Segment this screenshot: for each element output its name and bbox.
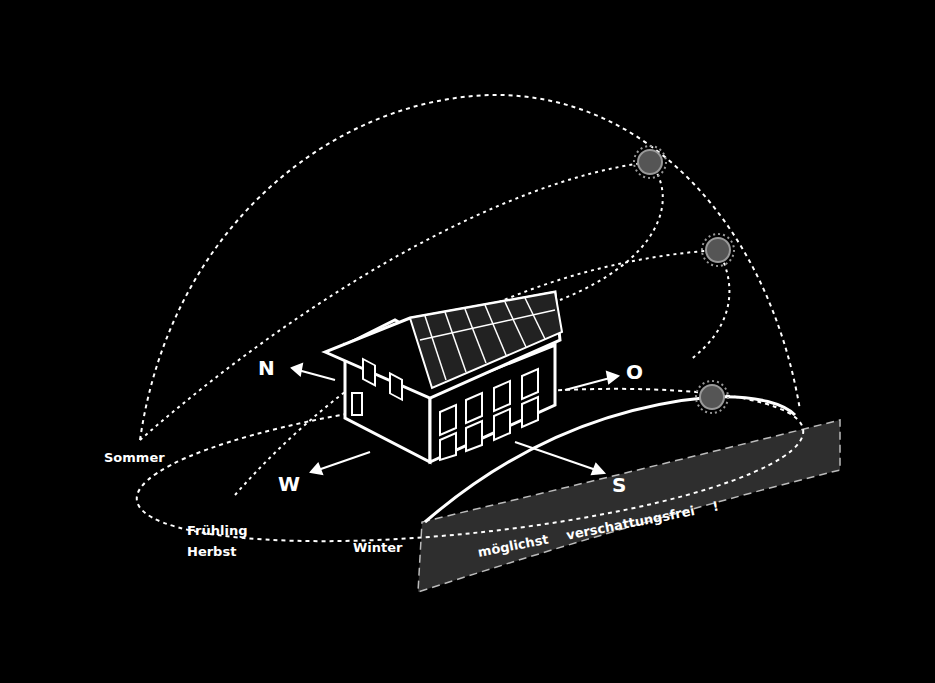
season-label: Winter: [353, 540, 403, 555]
compass-north: N: [258, 356, 275, 380]
season-label: Sommer: [104, 450, 165, 465]
compass-south: S: [612, 473, 626, 497]
compass-arrows: [292, 364, 618, 474]
panel: [18, 12, 918, 672]
equinox-path: [235, 250, 718, 495]
summer-path: [560, 162, 663, 300]
sun-symbols: [634, 146, 734, 413]
house: [325, 292, 562, 462]
compass-west: W: [278, 472, 300, 496]
shade-free-zone: [418, 420, 840, 592]
season-label: Frühling Herbst: [187, 521, 267, 563]
compass-east: O: [626, 360, 643, 384]
equinox-path: [690, 250, 729, 360]
